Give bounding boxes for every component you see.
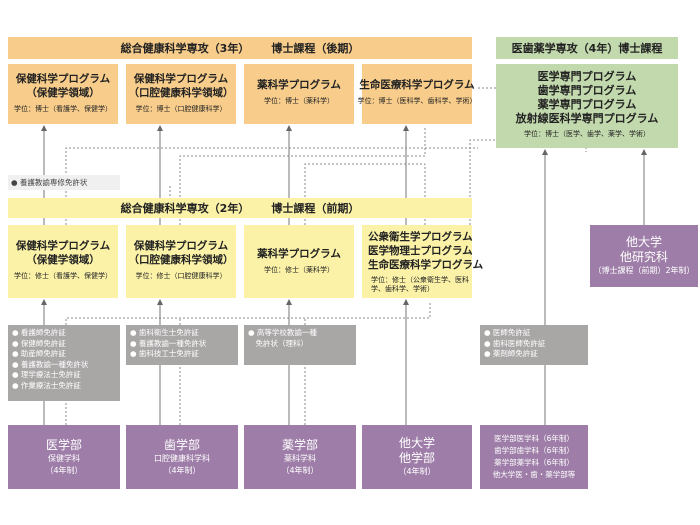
undergrad-dental-oral: 歯学部 口腔健康科学科 （4年制） <box>126 425 238 489</box>
other-grad-line3: （博士課程（前期）2年制） <box>593 266 695 275</box>
undergrad-six-year: 医学部医学科（6年制） 歯学部歯学科（6年制） 薬学部薬学科（6年制） 他大学医… <box>480 425 588 489</box>
license-item: ● 高等学校教諭一種 <box>248 328 317 337</box>
other-grad-line1: 他大学 <box>625 235 662 249</box>
mid-banner-program-label: 博士課程（前期） <box>271 202 360 215</box>
license-item: ● 歯科技工士免許証 <box>130 349 199 358</box>
license-box-health: ● 看護師免許証 ● 保健師免許証 ● 助産師免許証 ● 養護教諭一種免許状 ●… <box>8 325 120 401</box>
program-degree: 学位：博士（口腔健康科学） <box>135 105 227 113</box>
yogo-note-text: ● 養護教諭専修免許状 <box>11 178 88 187</box>
program-degree: 学位：修士（口腔健康科学） <box>135 272 227 280</box>
six-year-item: 医学部医学科（6年制） <box>494 434 574 443</box>
doctoral-early-banner: 総合健康科学専攻（2年） 博士課程（前期） <box>8 198 472 218</box>
license-item: ● 助産師免許証 <box>12 349 66 358</box>
duration: （4年制） <box>45 465 83 475</box>
department-name: 保健学科 <box>48 453 80 463</box>
duration: （4年制） <box>398 467 436 476</box>
program-subname: （口腔健康科学領域） <box>128 254 234 266</box>
medical-specialty-programs: 医学専門プログラム 歯学専門プログラム 薬学専門プログラム 放射線医科学専門プロ… <box>496 64 678 148</box>
license-item: ● 養護教諭一種免許状 <box>12 359 89 369</box>
school-nurse-license-note: ● 養護教諭専修免許状 <box>8 175 120 190</box>
program-name: 公衆衛生学プログラム <box>368 231 473 243</box>
green-program-name: 医学専門プログラム <box>537 70 637 83</box>
doctoral-late-banner: 総合健康科学専攻（3年） 博士課程（後期） <box>8 37 472 59</box>
program-name: 保健科学プログラム <box>15 73 111 85</box>
program-degree: 学位：修士（公衆衛生学、医科学、歯科学、学術） <box>371 276 469 293</box>
license-item: ● 作業療法士免許証 <box>12 380 81 390</box>
green-program-name: 放射線医科学専門プログラム <box>515 112 659 125</box>
license-item: ● 看護師免許証 <box>12 328 66 337</box>
duration: （4年制） <box>281 465 319 475</box>
department-name: 他学部 <box>398 451 435 465</box>
green-program-name: 歯学専門プログラム <box>537 84 637 97</box>
program-name: 保健科学プログラム <box>15 240 111 252</box>
program-degree: 学位：修士（薬科学） <box>264 266 334 274</box>
license-item: ● 歯科医師免許証 <box>484 338 546 348</box>
license-item: ● 薬剤師免許証 <box>484 349 538 358</box>
program-degree: 学位：博士（看護学、保健学） <box>14 105 112 113</box>
medical-dental-pharm-banner: 医歯薬学専攻（4年）博士課程 <box>496 37 678 59</box>
doctoral-program-pharm-science: 薬科学プログラム 学位：博士（薬科学） <box>244 64 354 124</box>
banner-program-label: 博士課程（後期） <box>271 42 360 55</box>
masters-program-health-science: 保健科学プログラム （保健学領域） 学位：修士（看護学、保健学） <box>8 225 118 298</box>
license-box-dental: ● 歯科衛生士免許証 ● 養護教諭一種免許状 ● 歯科技工士免許証 <box>126 325 238 365</box>
license-item: ● 歯科衛生士免許証 <box>130 328 199 337</box>
other-grad-line2: 他研究科 <box>619 250 668 264</box>
license-item: ● 理学療法士免許証 <box>12 370 81 379</box>
faculty-name: 薬学部 <box>281 437 318 452</box>
doctoral-program-oral-health: 保健科学プログラム （口腔健康科学領域） 学位：博士（口腔健康科学） <box>126 64 236 124</box>
license-item: ● 保健師免許証 <box>12 338 66 348</box>
program-name: 保健科学プログラム <box>133 240 229 252</box>
program-subname: （保健学領域） <box>26 87 100 99</box>
masters-program-oral-health: 保健科学プログラム （口腔健康科学領域） 学位：修士（口腔健康科学） <box>126 225 236 298</box>
department-name: 薬科学科 <box>284 453 316 463</box>
license-box-medical: ● 医師免許証 ● 歯科医師免許証 ● 薬剤師免許証 <box>480 325 588 365</box>
banner-course-label: 総合健康科学専攻（3年） <box>120 42 250 55</box>
doctoral-program-health-science: 保健科学プログラム （保健学領域） 学位：博士（看護学、保健学） <box>8 64 118 124</box>
green-program-name: 薬学専門プログラム <box>537 98 637 111</box>
faculty-name: 医学部 <box>45 437 82 452</box>
undergrad-other: 他大学 他学部 （4年制） <box>362 425 472 489</box>
license-item: 免許状（理科） <box>248 338 308 348</box>
program-degree: 学位：修士（看護学、保健学） <box>14 272 112 280</box>
duration: （4年制） <box>163 465 201 475</box>
program-name: 保健科学プログラム <box>133 73 229 85</box>
program-name: 薬科学プログラム <box>257 79 341 91</box>
department-name: 口腔健康科学科 <box>154 453 210 463</box>
six-year-item: 歯学部歯学科（6年制） <box>494 446 574 455</box>
program-subname: （口腔健康科学領域） <box>128 87 234 99</box>
other-graduate-school: 他大学 他研究科 （博士課程（前期）2年制） <box>590 225 698 287</box>
undergrad-pharm: 薬学部 薬科学科 （4年制） <box>244 425 356 489</box>
license-item: ● 医師免許証 <box>484 328 531 337</box>
program-name: 生命医療科学プログラム <box>359 79 475 91</box>
green-banner-label: 医歯薬学専攻（4年）博士課程 <box>511 42 663 55</box>
faculty-name: 他大学 <box>398 436 435 450</box>
program-name: 医学物理士プログラム <box>368 245 473 257</box>
program-degree: 学位：博士（薬科学） <box>264 97 334 105</box>
green-program-degree: 学位：博士（医学、歯学、薬学、学術） <box>524 130 650 138</box>
program-degree: 学位：博士（医科学、歯科学、学術） <box>357 97 477 105</box>
six-year-item: 薬学部薬学科（6年制） <box>494 458 574 467</box>
program-name: 生命医療科学プログラム <box>368 259 484 271</box>
program-name: 薬科学プログラム <box>257 248 341 260</box>
doctoral-program-life-medical: 生命医療科学プログラム 学位：博士（医科学、歯科学、学術） <box>358 64 477 124</box>
mid-banner-course-label: 総合健康科学専攻（2年） <box>120 202 250 215</box>
license-box-pharm: ● 高等学校教諭一種 免許状（理科） <box>244 325 356 365</box>
undergrad-medical-health: 医学部 保健学科 （4年制） <box>8 425 120 489</box>
six-year-item: 他大学医・歯・薬学部等 <box>492 470 576 479</box>
masters-program-pharm-science: 薬科学プログラム 学位：修士（薬科学） <box>244 225 354 298</box>
masters-program-public-health: 公衆衛生学プログラム 医学物理士プログラム 生命医療科学プログラム 学位：修士（… <box>362 225 483 298</box>
program-subname: （保健学領域） <box>26 254 100 266</box>
faculty-name: 歯学部 <box>163 437 200 452</box>
license-item: ● 養護教諭一種免許状 <box>130 338 207 348</box>
